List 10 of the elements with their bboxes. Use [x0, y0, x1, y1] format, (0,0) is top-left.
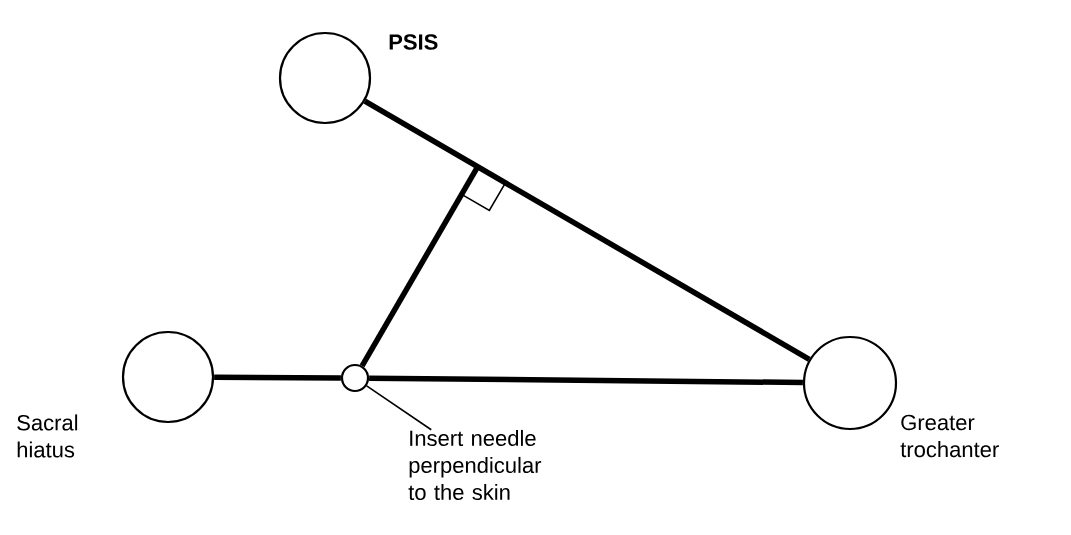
line	[214, 374, 341, 381]
line	[363, 98, 811, 362]
leader-line	[365, 385, 433, 431]
landmark-label: PSIS	[389, 34, 438, 50]
landmark-label: Sacral hiatus	[17, 414, 78, 458]
callout-text: Insert needle perpendicular to the skin	[408, 429, 542, 501]
landmark-label: Greater trochanter	[900, 414, 999, 458]
landmark-circle	[340, 363, 370, 393]
line	[359, 165, 481, 368]
line	[369, 375, 803, 386]
